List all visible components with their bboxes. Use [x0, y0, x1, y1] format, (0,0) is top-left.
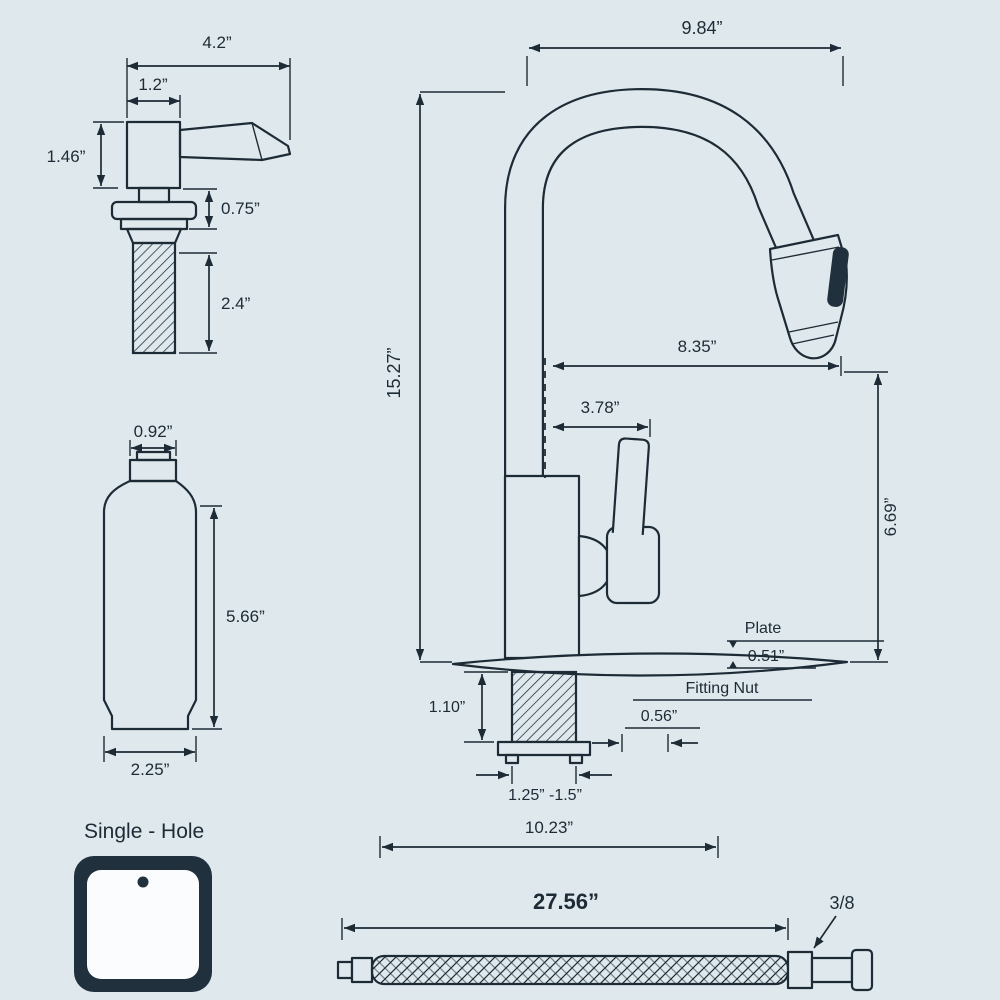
dispenser-neck — [137, 186, 171, 204]
hose-left-nut — [350, 956, 374, 984]
faucet-body — [503, 474, 581, 660]
dispenser-threaded-shaft — [131, 241, 177, 355]
dim-label-plate-width: 10.23” — [525, 818, 574, 837]
hose-length-label: 27.56” — [533, 889, 599, 914]
spray-head — [768, 233, 848, 360]
single-hole-label: Single - Hole — [84, 820, 204, 843]
dim-label-head-height: 1.46” — [47, 147, 86, 166]
dispenser-taper — [125, 227, 183, 245]
plate-label: Plate — [745, 620, 782, 637]
plate-thickness-label: 0.51” — [748, 648, 784, 665]
single-hole-icon-inner — [87, 870, 199, 979]
dim-label-spray-reach: 8.35” — [678, 337, 717, 356]
hose-braided-body — [370, 954, 790, 986]
hose-connector-arrow — [813, 915, 837, 949]
hose-connector-label: 3/8 — [829, 893, 854, 913]
hose-right-cap — [850, 948, 874, 992]
supply-hose-drawing: 27.56” 3/8 — [336, 889, 874, 992]
dim-label-bottle-base-width: 2.25” — [131, 760, 170, 779]
dim-label-hole-size: 1.25” -1.5” — [508, 787, 582, 804]
single-hole-mount: Single - Hole — [74, 820, 212, 992]
plate-arrow-up — [729, 661, 737, 668]
dim-label-neck-width: 0.92” — [134, 422, 173, 441]
dispenser-flange — [110, 200, 198, 221]
dim-label-overall-height: 15.27” — [384, 347, 404, 398]
dim-label-collar-height: 0.75” — [221, 199, 260, 218]
spray-toggle-button — [827, 247, 849, 307]
deck-plate — [451, 652, 849, 677]
dim-label-pump-width: 1.2” — [138, 75, 168, 94]
handle-lever — [611, 437, 650, 536]
bottle-body — [102, 479, 198, 731]
dim-label-dispenser-width: 4.2” — [202, 33, 232, 52]
hose-left-tip — [336, 960, 354, 980]
spray-nozzle-lines — [788, 321, 839, 345]
dispenser-pump-head — [125, 120, 182, 190]
hose-right-barrel — [810, 956, 854, 984]
dim-label-spout-reach: 9.84” — [681, 18, 722, 38]
dim-label-thread-length: 2.4” — [221, 294, 251, 313]
soap-bottle-drawing: 0.92” 5.66” 2.25” — [102, 422, 265, 779]
fitting-nut-tab-left — [504, 753, 520, 765]
faucet-spout-fill — [506, 90, 818, 477]
dim-label-bottle-height: 5.66” — [226, 607, 265, 626]
threaded-shank — [510, 670, 578, 744]
fitting-nut-label: Fitting Nut — [686, 680, 759, 697]
fitting-nut — [496, 740, 592, 757]
dim-label-shank-length: 1.10” — [429, 699, 465, 716]
dispenser-escutcheon — [119, 217, 189, 231]
dispenser-spout — [178, 121, 292, 162]
single-hole-icon-hole — [137, 876, 149, 888]
bottle-neck — [128, 458, 178, 483]
dim-label-spout-clearance: 6.69” — [881, 497, 900, 536]
hose-right-nut — [786, 950, 814, 990]
spray-head-junction-line — [771, 246, 840, 261]
fitting-nut-tab-right — [568, 753, 584, 765]
handle-base — [605, 525, 661, 605]
plate-arrow-down — [729, 641, 737, 648]
bottle-rim — [135, 450, 172, 462]
soap-dispenser-drawing: 4.2” 1.2” 1.46” 0.75” 2.4” — [47, 33, 292, 355]
dispenser-spout-kink-line — [251, 122, 263, 161]
dim-label-handle-offset: 3.78” — [581, 398, 620, 417]
faucet-drawing: 9.84” 15.27” 8.35” 3.78” 6.69” Plate 0.5… — [379, 18, 900, 858]
fitting-nut-size-label: 0.56” — [641, 708, 677, 725]
